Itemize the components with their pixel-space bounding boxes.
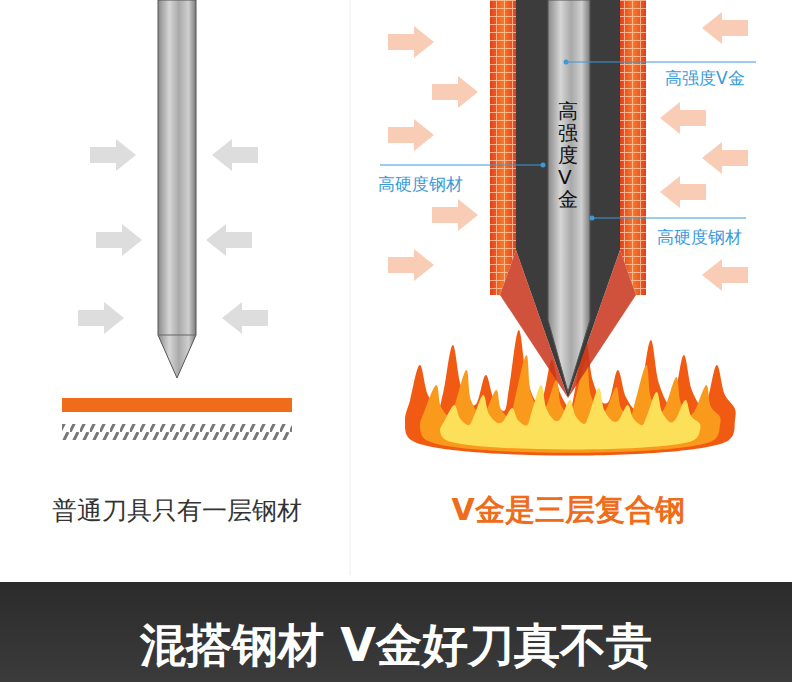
panel-caption: V金是三层复合钢 — [451, 492, 684, 528]
part-label: 高硬度钢材 — [378, 174, 463, 194]
panel-caption: 普通刀具只有一层钢材 — [52, 496, 302, 526]
banner-slogan: 混搭钢材 V金好刀真不贵 — [140, 618, 652, 673]
plain-blade — [158, 0, 196, 378]
blade-core: 高强度V金 — [558, 100, 578, 210]
part-label: 高强度V金 — [665, 68, 745, 88]
vertical-label: 高强度V金 — [558, 100, 578, 210]
surface-bar — [62, 398, 292, 412]
part-label: 高硬度钢材 — [657, 227, 742, 247]
banner-band — [0, 582, 792, 682]
leader-lines — [380, 60, 756, 221]
divider — [350, 0, 351, 575]
ground-hatch — [62, 424, 292, 440]
composite-blade — [490, 0, 646, 398]
